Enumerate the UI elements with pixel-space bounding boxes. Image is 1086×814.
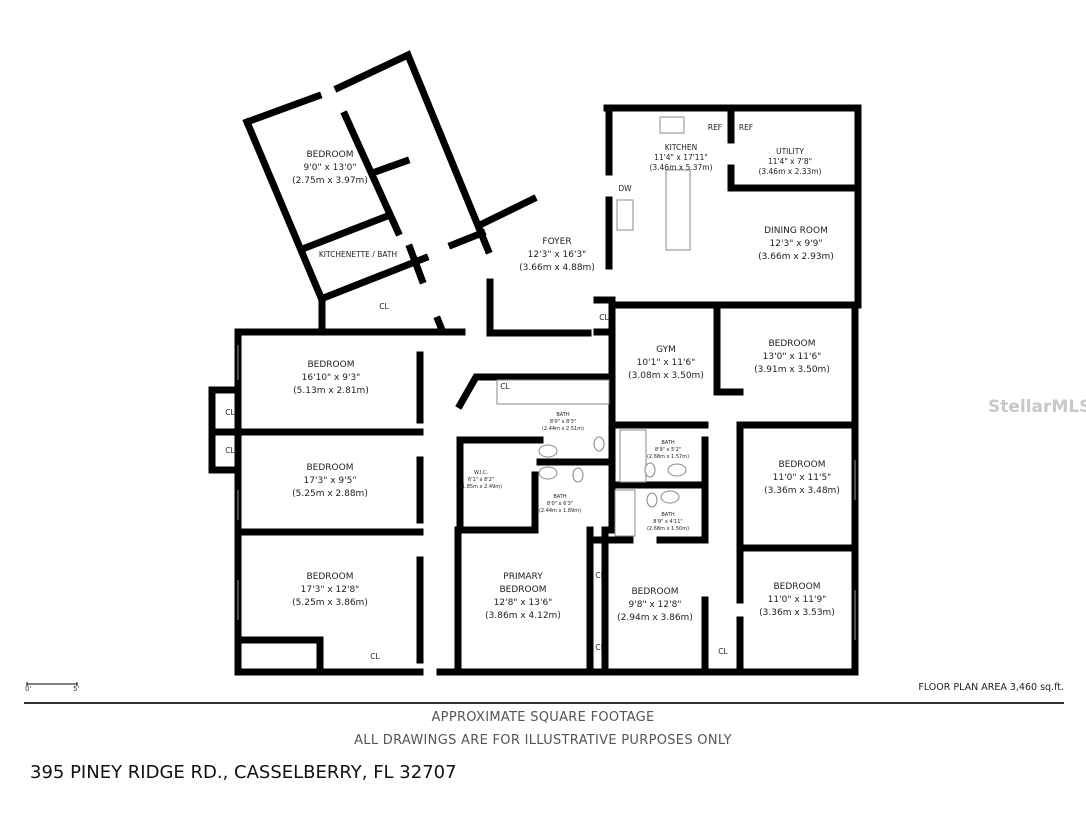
room-label-name: KITCHEN (665, 143, 698, 152)
floor-plan-area: FLOOR PLAN AREA 3,460 sq.ft. (918, 682, 1064, 693)
room-label-dim: 12'8" x 13'6" (494, 598, 553, 608)
room-label-metric: (1.85m x 2.49m) (460, 484, 502, 490)
room-label-name: DINING ROOM (764, 226, 828, 236)
room-label-name: BATH (661, 512, 675, 518)
room-label-metric: (3.91m x 3.50m) (754, 365, 830, 375)
room-label-metric: (5.25m x 2.88m) (292, 489, 368, 499)
fixture-labels: REF REF DW CL CL CL CL CL CL CL CL (225, 123, 753, 661)
property-address: 395 PINEY RIDGE RD., CASSELBERRY, FL 327… (30, 762, 457, 783)
room-label-dim: 8'9" x 4'11" (653, 519, 682, 525)
room-label-metric: (2.75m x 3.97m) (292, 176, 368, 186)
room-label-name: KITCHENETTE / BATH (319, 250, 397, 259)
fixture-label: CL (599, 313, 609, 322)
room-label-metric: (5.13m x 2.81m) (293, 386, 369, 396)
disclaimer-line-1: APPROXIMATE SQUARE FOOTAGE (431, 710, 655, 725)
room-label-dim: 16'10" x 9'3" (302, 373, 361, 383)
room-label-metric: (3.46m x 2.33m) (758, 167, 821, 176)
room-label-name: CL (379, 302, 389, 311)
room-label-dim: 13'0" x 11'6" (763, 352, 822, 362)
fixture-label: DW (618, 184, 632, 193)
room-label-name: BATH (556, 412, 570, 418)
room-label-dim: 12'3" x 9'9" (770, 239, 823, 249)
fixture-label: CL (595, 571, 605, 580)
fixture-label: CL (370, 652, 380, 661)
room-label-name: BATH (661, 440, 675, 446)
room-labels: BEDROOM 9'0" x 13'0" (2.75m x 3.97m) KITCHE… (292, 143, 840, 623)
room-label-dim: 8'0" x 6'3" (547, 501, 573, 507)
room-label-metric: (5.25m x 3.86m) (292, 598, 368, 608)
room-label-dim: 8'0" x 8'3" (550, 419, 576, 425)
room-label-name: PRIMARY (503, 572, 543, 582)
disclaimer-line-2: ALL DRAWINGS ARE FOR ILLUSTRATIVE PURPOS… (354, 733, 732, 748)
room-label-metric: (2.68m x 1.50m) (647, 526, 689, 532)
room-label-metric: (3.66m x 2.93m) (758, 252, 834, 262)
room-label-name: BEDROOM (769, 339, 816, 349)
room-label-name: BEDROOM (307, 572, 354, 582)
room-label-metric: (2.94m x 3.86m) (617, 613, 693, 623)
room-label-metric: (3.36m x 3.48m) (764, 486, 840, 496)
room-label-dim: 11'4" x 7'8" (768, 157, 812, 166)
divider (24, 702, 1064, 704)
room-label-name2: BEDROOM (500, 585, 547, 595)
scale-bar (26, 682, 78, 686)
fixture-label: REF (739, 123, 753, 132)
room-label-dim: 10'1" x 11'6" (637, 358, 696, 368)
watermark: StellarMLS (988, 397, 1086, 417)
room-label-dim: 8'9" x 5'2" (655, 447, 681, 453)
room-label-name: BEDROOM (774, 582, 821, 592)
room-label-dim: 17'3" x 12'8" (301, 585, 360, 595)
room-label-metric: (3.46m x 5.37m) (649, 163, 712, 172)
fixture-label: REF (708, 123, 722, 132)
room-label-metric: (2.44m x 2.51m) (542, 426, 584, 432)
fixture-label: CL (718, 647, 728, 656)
fixture-label: CL (595, 643, 605, 652)
room-label-name: BEDROOM (632, 587, 679, 597)
room-label-name: BEDROOM (307, 463, 354, 473)
fixtures-drawn (237, 116, 856, 640)
room-label-metric: (3.08m x 3.50m) (628, 371, 704, 381)
room-label-name: FOYER (542, 237, 571, 247)
room-label-dim: 11'4" x 17'11" (654, 153, 708, 162)
room-label-dim: 9'0" x 13'0" (304, 163, 357, 173)
room-label-dim: 11'0" x 11'5" (773, 473, 832, 483)
room-label-dim: 17'3" x 9'5" (304, 476, 357, 486)
room-label-name: BEDROOM (779, 460, 826, 470)
room-label-metric: (3.66m x 4.88m) (519, 263, 595, 273)
room-label-dim: 12'3" x 16'3" (528, 250, 587, 260)
room-label-metric: (3.86m x 4.12m) (485, 611, 561, 621)
room-label-name: BEDROOM (307, 150, 354, 160)
scale-start: 0' (25, 685, 32, 693)
room-label-name: W.I.C. (474, 470, 489, 476)
room-label-dim: 11'0" x 11'9" (768, 595, 827, 605)
room-label-name: GYM (656, 345, 676, 355)
room-label-dim: 6'1" x 8'2" (468, 477, 494, 483)
room-label-name: UTILITY (776, 147, 804, 156)
scale-end: 5' (73, 685, 80, 693)
fixture-label: CL (500, 382, 510, 391)
fixture-label: CL (225, 446, 235, 455)
room-label-metric: (2.68m x 1.57m) (647, 454, 689, 460)
room-label-name: BEDROOM (308, 360, 355, 370)
room-label-dim: 9'8" x 12'8" (629, 600, 682, 610)
room-label-metric: (3.36m x 3.53m) (759, 608, 835, 618)
room-label-name: BATH (553, 494, 567, 500)
fixture-label: CL (225, 408, 235, 417)
room-label-metric: (2.44m x 1.89m) (539, 508, 581, 514)
